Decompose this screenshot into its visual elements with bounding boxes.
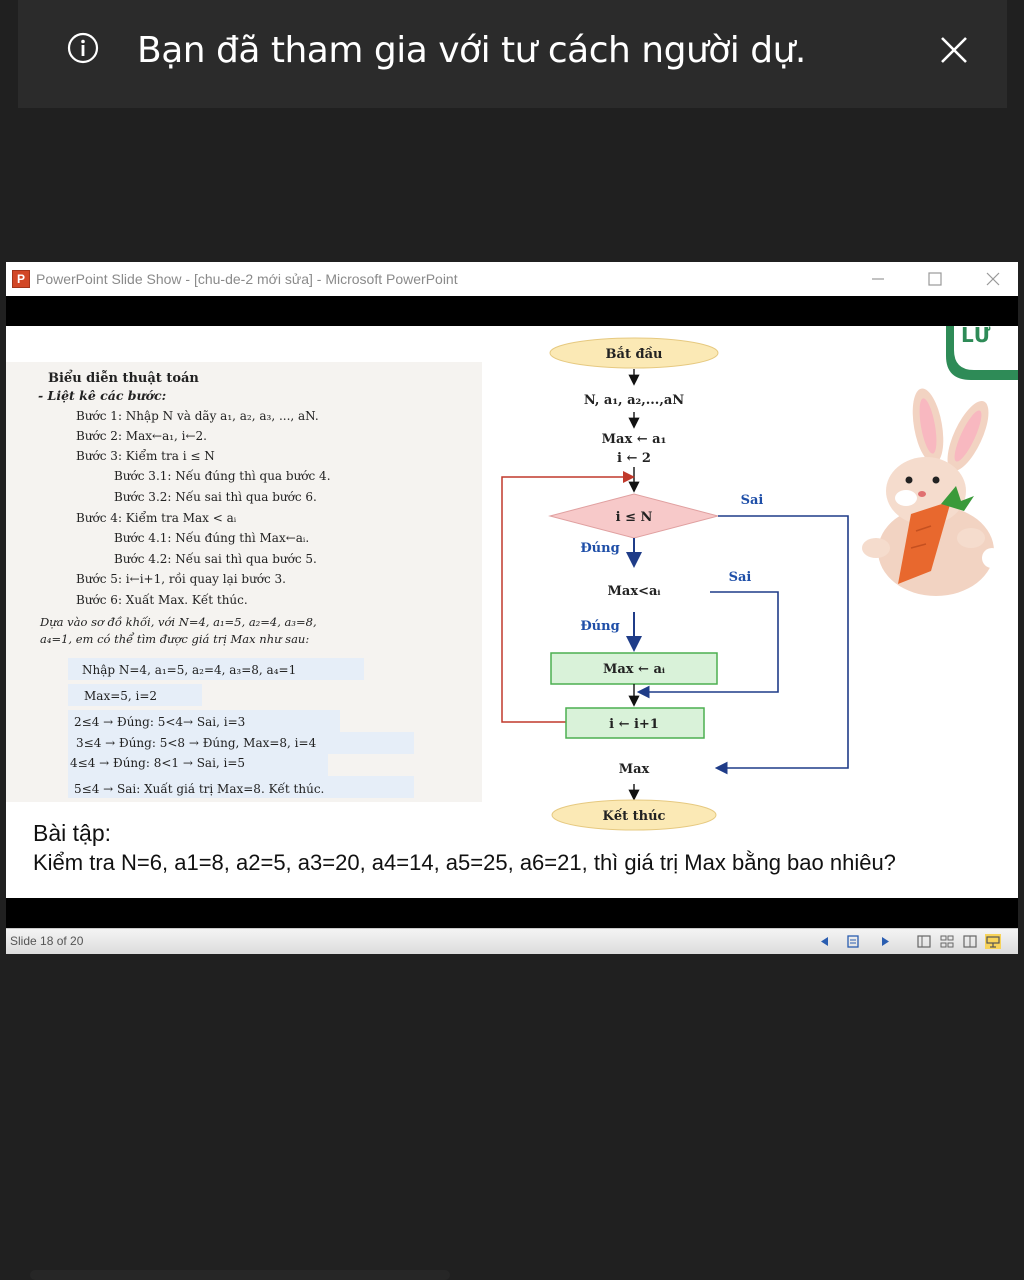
- bunny-illustration: [862, 388, 1002, 596]
- trace-line: 3≤4 → Đúng: 5<8 → Đúng, Max=8, i=4: [76, 736, 317, 750]
- close-icon[interactable]: [938, 34, 970, 66]
- minimize-icon[interactable]: [867, 268, 889, 290]
- flow-true-label: Đúng: [580, 619, 619, 634]
- slideshow-view-icon[interactable]: [985, 934, 1001, 949]
- flow-assign-box: [550, 652, 718, 685]
- reading-view-icon[interactable]: [962, 934, 978, 949]
- flow-init-i: i ← 2: [617, 451, 651, 466]
- steps-subheading: - Liệt kê các bước:: [38, 388, 166, 403]
- normal-view-icon[interactable]: [916, 934, 932, 949]
- step-item: Bước 1: Nhập N và dãy a₁, a₂, a₃, ..., a…: [76, 409, 319, 423]
- flow-output-label: Max: [619, 762, 650, 777]
- step-item: Bước 3.2: Nếu sai thì qua bước 6.: [114, 489, 317, 504]
- exercise-question: Kiểm tra N=6, a1=8, a2=5, a3=20, a4=14, …: [33, 850, 896, 875]
- powerpoint-window: P PowerPoint Slide Show - [chu-de-2 mới …: [6, 262, 1018, 954]
- flow-init-max: Max ← a₁: [602, 432, 667, 447]
- step-item: Bước 6: Xuất Max. Kết thúc.: [76, 592, 248, 607]
- corner-label: LƯ: [961, 326, 991, 347]
- trace-box: [68, 710, 340, 732]
- powerpoint-icon: P: [12, 270, 30, 288]
- flow-increment-label: i ← i+1: [609, 717, 659, 732]
- flow-input-label: N, a₁, a₂,...,aN: [584, 393, 684, 408]
- trace-box: [68, 732, 414, 754]
- exercise-title: Bài tập:: [33, 820, 111, 846]
- trace-box: [68, 658, 364, 680]
- algorithm-heading: Biểu diễn thuật toán: [48, 370, 199, 386]
- slide-menu-icon[interactable]: [846, 934, 862, 949]
- intro-line: a₄=1, em có thể tìm được giá trị Max như…: [40, 632, 309, 646]
- trace-line: 5≤4 → Sai: Xuất giá trị Max=8. Kết thúc.: [74, 781, 324, 796]
- step-item: Bước 4: Kiểm tra Max < aᵢ: [76, 510, 237, 525]
- flow-decision-2-label: Max<aᵢ: [608, 584, 661, 599]
- slide-content: Biểu diễn thuật toán - Liệt kê các bước:…: [6, 326, 1018, 831]
- flow-end: [551, 799, 717, 831]
- step-item: Bước 2: Max←a₁, i←2.: [76, 429, 207, 443]
- flow-end-label: Kết thúc: [603, 808, 666, 824]
- next-slide-icon[interactable]: [878, 934, 894, 949]
- intro-line: Dựa vào sơ đồ khối, với N=4, a₁=5, a₂=4,…: [39, 615, 317, 629]
- flow-increment-box: [565, 707, 705, 739]
- trace-box: [68, 754, 328, 776]
- trace-line: 2≤4 → Đúng: 5<4→ Sai, i=3: [74, 715, 245, 729]
- slideshow-statusbar: Slide 18 of 20: [6, 928, 1018, 954]
- info-icon: [67, 32, 99, 64]
- trace-box: [68, 776, 414, 798]
- step-item: Bước 4.2: Nếu sai thì qua bước 5.: [114, 551, 317, 566]
- maximize-icon[interactable]: [924, 268, 946, 290]
- bottom-handle: [30, 1270, 450, 1280]
- flow-true-label: Đúng: [580, 541, 619, 556]
- trace-line: 4≤4 → Đúng: 8<1 → Sai, i=5: [70, 756, 245, 770]
- previous-slide-icon[interactable]: [816, 934, 832, 949]
- step-item: Bước 3: Kiểm tra i ≤ N: [76, 448, 215, 463]
- step-item: Bước 4.1: Nếu đúng thì Max←aᵢ.: [114, 530, 309, 545]
- flow-decision-1-label: i ≤ N: [616, 510, 653, 525]
- window-close-icon[interactable]: [982, 268, 1004, 290]
- flow-start-label: Bắt đầu: [606, 346, 663, 362]
- slide-indicator: Slide 18 of 20: [10, 934, 84, 948]
- flow-assign-label: Max ← aᵢ: [603, 662, 665, 677]
- step-item: Bước 3.1: Nếu đúng thì qua bước 4.: [114, 468, 331, 483]
- slide-canvas: Biểu diễn thuật toán - Liệt kê các bước:…: [6, 326, 1018, 898]
- flow-start: [549, 337, 719, 369]
- trace-line: Nhập N=4, a₁=5, a₂=4, a₃=8, a₄=1: [82, 663, 296, 677]
- banner-message: Bạn đã tham gia với tư cách người dự.: [137, 30, 806, 71]
- slide-sorter-icon[interactable]: [939, 934, 955, 949]
- flow-false-label: Sai: [729, 570, 752, 585]
- window-titlebar: P PowerPoint Slide Show - [chu-de-2 mới …: [6, 262, 1018, 296]
- flow-false-label: Sai: [741, 493, 764, 508]
- join-notification-banner: Bạn đã tham gia với tư cách người dự.: [18, 0, 1007, 108]
- step-item: Bước 5: i←i+1, rồi quay lại bước 3.: [76, 571, 286, 586]
- trace-box: [68, 684, 202, 706]
- trace-line: Max=5, i=2: [84, 689, 157, 703]
- window-title: PowerPoint Slide Show - [chu-de-2 mới sử…: [36, 271, 458, 287]
